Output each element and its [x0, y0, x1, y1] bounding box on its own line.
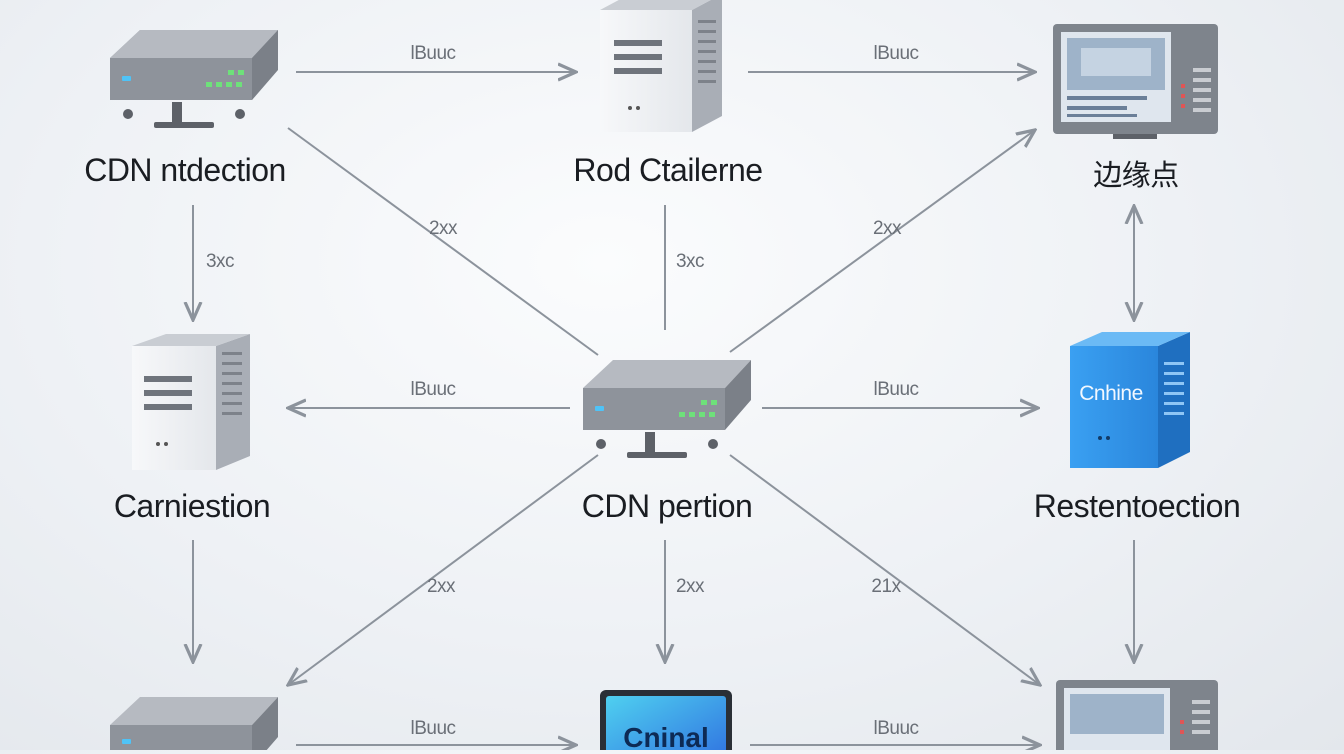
terminal-monitor-icon — [600, 690, 732, 750]
monitor-icon — [1053, 24, 1218, 139]
router-icon — [583, 360, 751, 458]
edge-label-down-center: 2xx — [675, 576, 705, 597]
cache-server-icon — [1070, 332, 1190, 468]
cube-label: Cnhine — [1079, 382, 1143, 405]
edge-label-bottom-b: lBuuc — [873, 718, 919, 739]
node-label-top-right: 边缘点 — [1093, 160, 1179, 192]
arrow-diag-bl — [288, 454, 599, 685]
monitor-screen-label: Cninal — [623, 722, 709, 753]
server-tower-icon — [132, 334, 250, 470]
edge-label-mid-a: lBuuc — [410, 379, 456, 400]
edge-label-diag-bl: 2xx — [426, 576, 456, 597]
server-tower-icon — [600, 0, 722, 132]
line-diag-tl — [287, 127, 599, 356]
router-icon — [110, 30, 278, 128]
edge-label-diag-tr: 2xx — [872, 218, 902, 239]
edge-label-mid-b: lBuuc — [873, 379, 919, 400]
edge-label-top-a: lBuuc — [410, 43, 456, 64]
node-label-mid-right: Restentoection — [1033, 488, 1241, 524]
edge-label-vert-center: 3xc — [675, 251, 705, 272]
edge-label-diag-tl: 2xx — [428, 218, 458, 239]
edge-label-vert-left: 3xc — [205, 251, 235, 272]
node-label-mid-center: CDN pertion — [581, 488, 753, 524]
edge-label-bottom-a: lBuuc — [410, 718, 456, 739]
monitor-icon — [1056, 680, 1218, 750]
router-icon — [110, 697, 278, 750]
arrow-diag-tr — [729, 130, 1035, 353]
edge-label-top-b: lBuuc — [873, 43, 919, 64]
node-label-mid-left: Carniestion — [113, 488, 271, 524]
node-label-top-center: Rod Ctailerne — [573, 152, 763, 188]
edge-label-diag-br: 21x — [871, 576, 901, 597]
arrow-diag-br — [729, 454, 1040, 685]
node-label-top-left: CDN ntdection — [84, 152, 286, 188]
connections — [193, 72, 1134, 745]
